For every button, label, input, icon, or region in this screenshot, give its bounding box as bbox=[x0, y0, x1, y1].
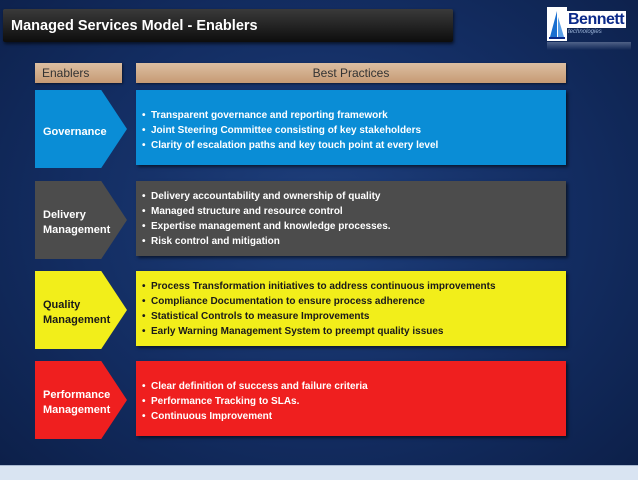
list-item: Transparent governance and reporting fra… bbox=[142, 108, 438, 123]
best-practices-list: Transparent governance and reporting fra… bbox=[142, 108, 438, 153]
list-item: Performance Tracking to SLAs. bbox=[142, 394, 368, 409]
list-item: Expertise management and knowledge proce… bbox=[142, 219, 391, 234]
best-practices-panel: Transparent governance and reporting fra… bbox=[136, 90, 566, 165]
enabler-arrow: Governance bbox=[35, 90, 127, 168]
list-item: Risk control and mitigation bbox=[142, 234, 391, 249]
best-practices-list: Clear definition of success and failure … bbox=[142, 379, 368, 424]
logo-reflection bbox=[547, 42, 631, 50]
header-enablers: Enablers bbox=[35, 63, 122, 83]
list-item: Early Warning Management System to preem… bbox=[142, 324, 496, 339]
enabler-label: Governance bbox=[43, 126, 107, 138]
list-item: Statistical Controls to measure Improvem… bbox=[142, 309, 496, 324]
enabler-label: Management bbox=[43, 314, 111, 326]
list-item: Joint Steering Committee consisting of k… bbox=[142, 123, 438, 138]
logo-subtitle: technologies bbox=[568, 29, 602, 35]
list-item: Delivery accountability and ownership of… bbox=[142, 189, 391, 204]
enabler-label: Management bbox=[43, 404, 111, 416]
logo-mark-icon bbox=[547, 7, 567, 41]
best-practices-list: Delivery accountability and ownership of… bbox=[142, 189, 391, 249]
header-best-practices: Best Practices bbox=[136, 63, 566, 83]
best-practices-panel: Delivery accountability and ownership of… bbox=[136, 181, 566, 256]
bottom-bar bbox=[0, 465, 638, 480]
list-item: Process Transformation initiatives to ad… bbox=[142, 279, 496, 294]
title-bar: Managed Services Model - Enablers bbox=[3, 9, 453, 42]
list-item: Clarity of escalation paths and key touc… bbox=[142, 138, 438, 153]
best-practices-list: Process Transformation initiatives to ad… bbox=[142, 279, 496, 339]
best-practices-panel: Clear definition of success and failure … bbox=[136, 361, 566, 436]
slide-title: Managed Services Model - Enablers bbox=[11, 18, 258, 34]
enabler-label: Delivery bbox=[43, 209, 86, 221]
best-practices-panel: Process Transformation initiatives to ad… bbox=[136, 271, 566, 346]
list-item: Managed structure and resource control bbox=[142, 204, 391, 219]
logo-name: Bennett bbox=[566, 11, 627, 28]
list-item: Continuous Improvement bbox=[142, 409, 368, 424]
enabler-label: Performance bbox=[43, 389, 111, 401]
list-item: Compliance Documentation to ensure proce… bbox=[142, 294, 496, 309]
company-logo: Bennett technologies bbox=[545, 5, 633, 50]
enabler-label: Management bbox=[43, 224, 111, 236]
list-item: Clear definition of success and failure … bbox=[142, 379, 368, 394]
enabler-label: Quality bbox=[43, 299, 81, 311]
